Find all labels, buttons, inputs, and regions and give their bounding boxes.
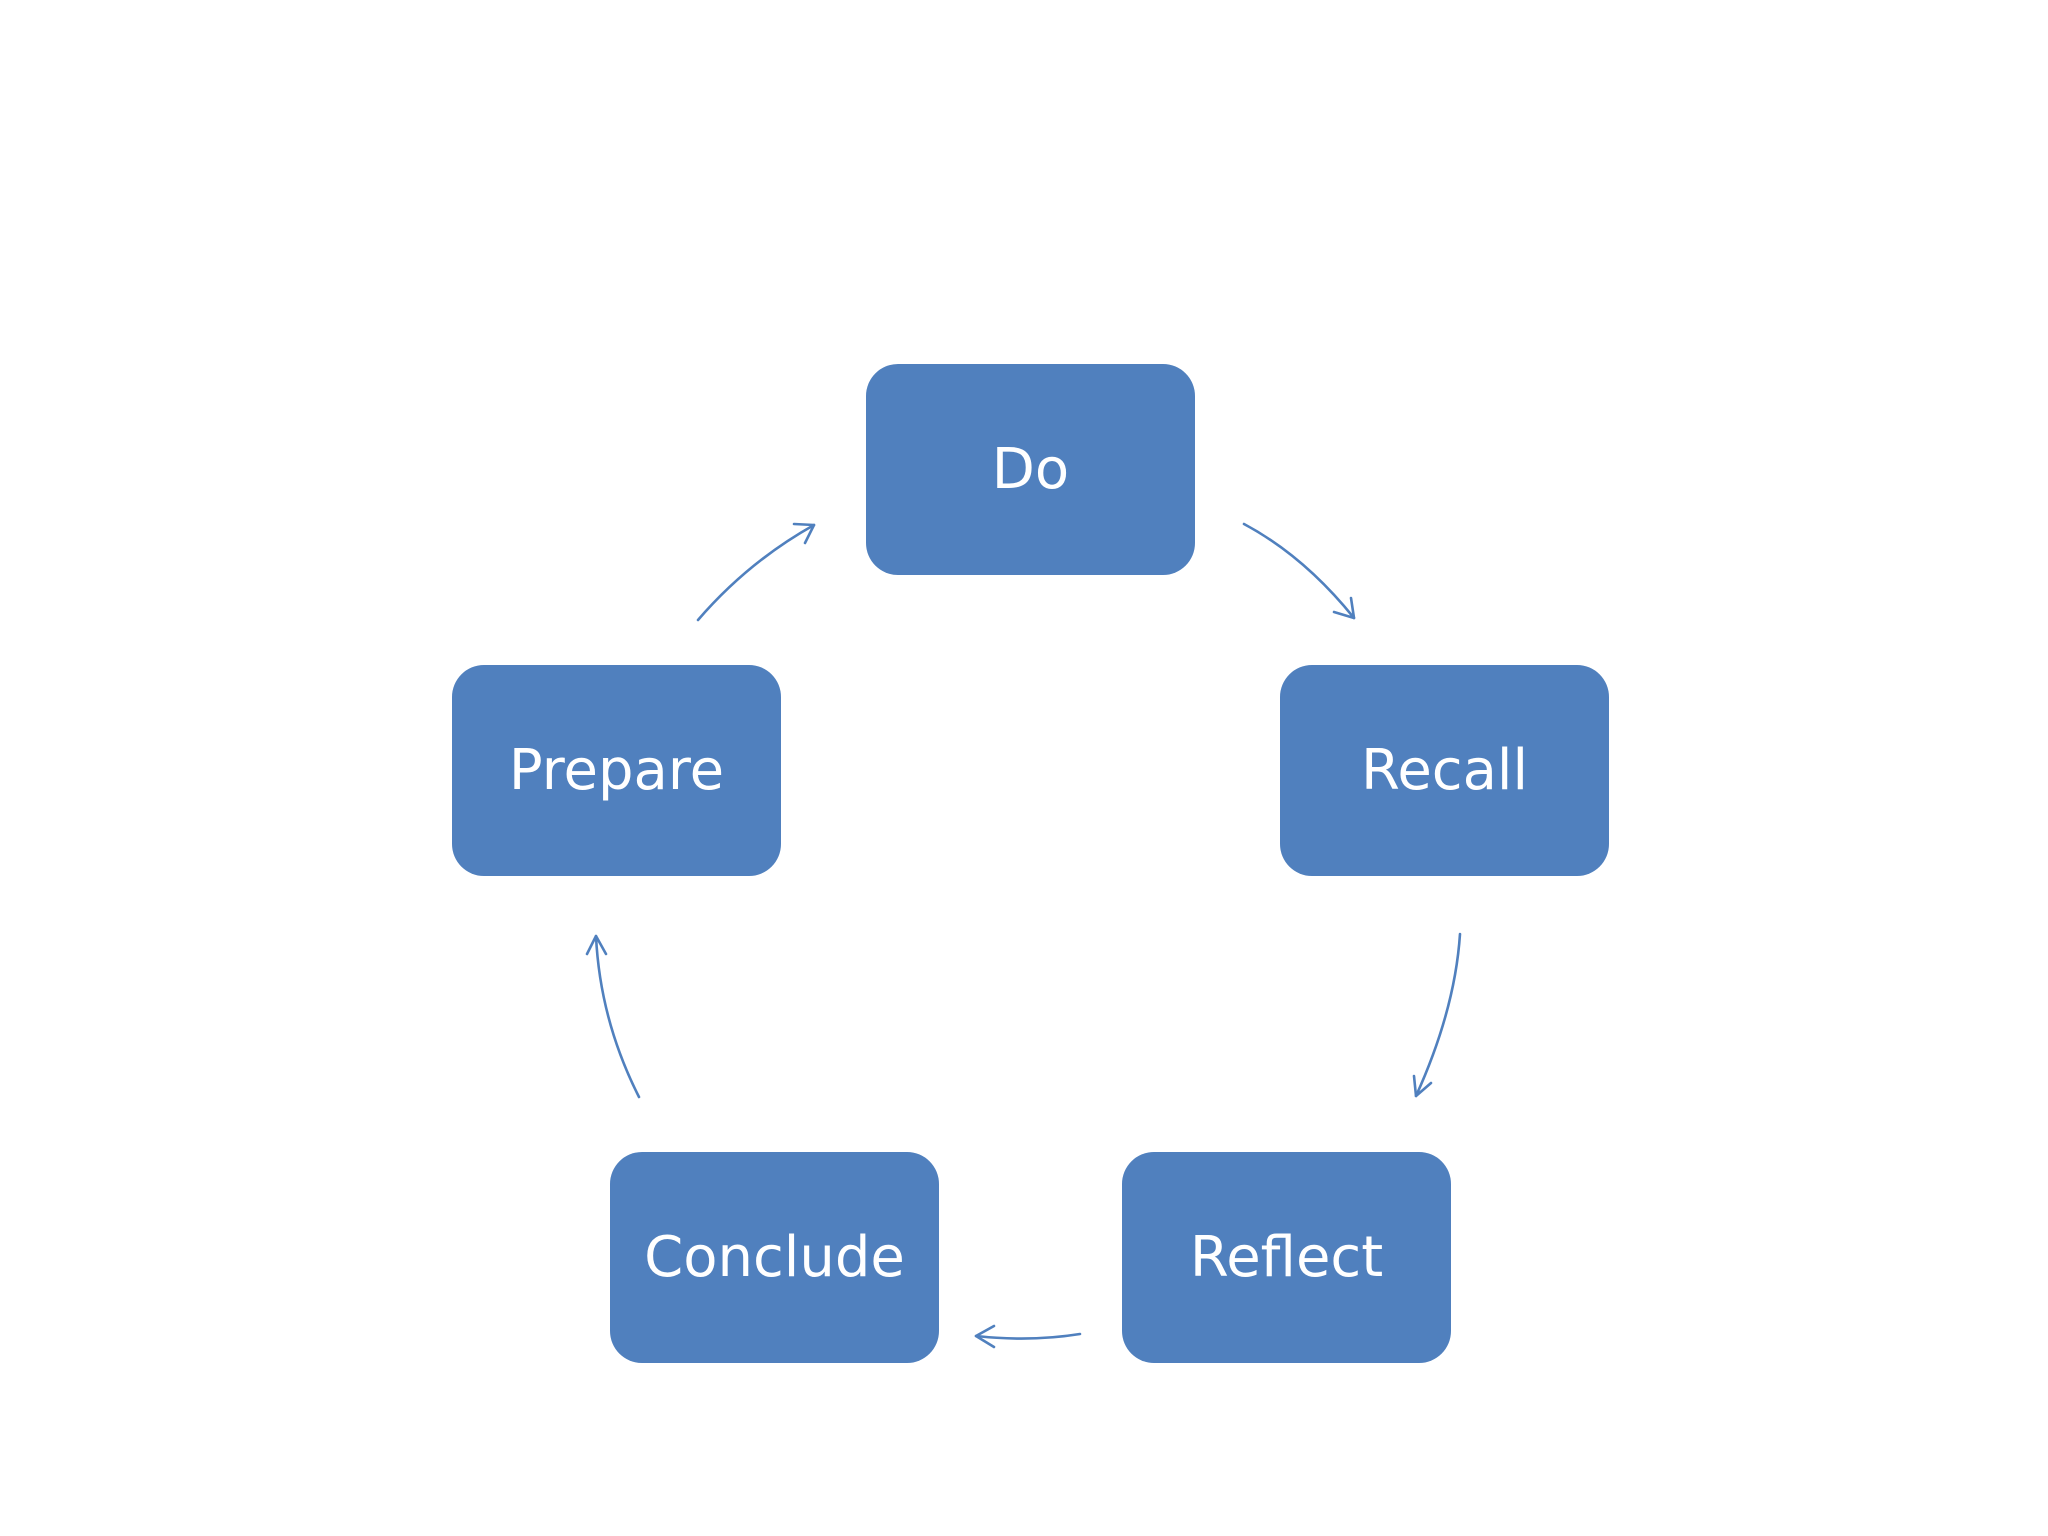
node-recall: Recall [1280, 665, 1609, 876]
node-do: Do [866, 364, 1195, 575]
arrow-recall-to-reflect [1412, 932, 1462, 1098]
node-label-do: Do [991, 436, 1070, 502]
node-conclude: Conclude [610, 1152, 939, 1363]
arrow-reflect-to-conclude [974, 1324, 1082, 1349]
node-label-recall: Recall [1360, 737, 1529, 803]
node-label-conclude: Conclude [644, 1224, 905, 1290]
node-prepare: Prepare [452, 665, 781, 876]
arrow-prepare-to-do [696, 522, 816, 622]
node-label-prepare: Prepare [508, 737, 725, 803]
arrow-do-to-recall [1242, 522, 1356, 620]
node-label-reflect: Reflect [1189, 1224, 1384, 1290]
node-reflect: Reflect [1122, 1152, 1451, 1363]
arrow-conclude-to-prepare [585, 934, 641, 1099]
